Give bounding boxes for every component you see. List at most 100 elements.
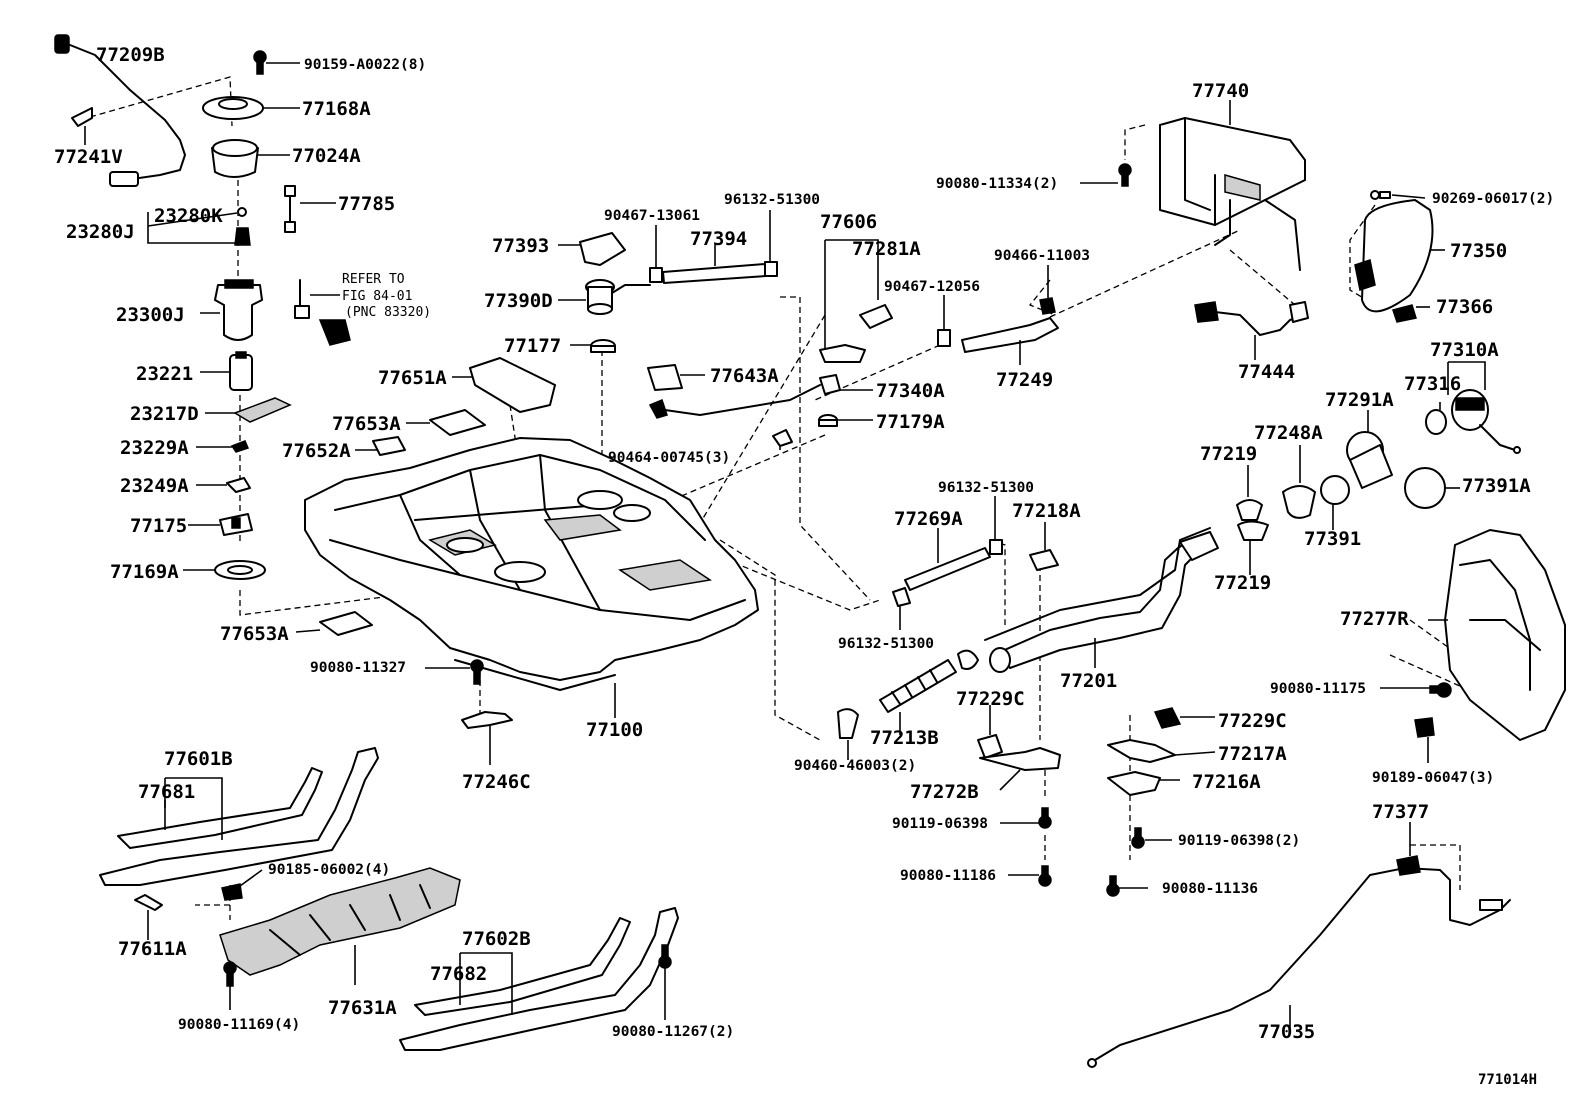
protector-77277R <box>1428 529 1566 741</box>
label-77785: 77785 <box>338 193 395 215</box>
grommet-77179A <box>818 414 873 427</box>
o-ring-77391 <box>1320 475 1350 530</box>
bolt-90080-11267 <box>658 944 672 1020</box>
fuel-pump-cover-77024A <box>211 139 290 178</box>
bracket-77606 <box>819 239 879 363</box>
label-77248A: 77248A <box>1254 422 1323 444</box>
label-77651A: 77651A <box>378 367 447 389</box>
clamp-77219-bot <box>1237 520 1269 575</box>
label-90185-06002: 90185-06002(4) <box>268 862 390 878</box>
clamp-90464-00745 <box>772 429 793 450</box>
label-90159-A0022: 90159-A0022(8) <box>304 57 426 73</box>
label-90080-11169: 90080-11169(4) <box>178 1017 300 1033</box>
bolt-90080-11175 <box>1380 682 1452 698</box>
label-77229C-left: 77229C <box>956 688 1025 710</box>
label-96132-51300-c: 96132-51300 <box>838 636 934 652</box>
label-90269-06017: 90269-06017(2) <box>1432 191 1554 207</box>
label-77606: 77606 <box>820 211 877 233</box>
label-23229A: 23229A <box>120 437 189 459</box>
label-77653A-bot: 77653A <box>220 623 289 645</box>
part-shapes <box>54 34 1566 1068</box>
label-90464-00745: 90464-00745(3) <box>608 450 730 466</box>
clip-77377 <box>1396 822 1421 876</box>
label-90467-12056: 90467-12056 <box>884 279 980 295</box>
fuel-filter-23217D <box>205 397 292 423</box>
clamp-77229C-left <box>977 705 1003 759</box>
label-77316: 77316 <box>1404 373 1461 395</box>
label-90119-06398-left: 90119-06398 <box>892 816 988 832</box>
label-90080-11186: 90080-11186 <box>900 868 996 884</box>
label-77653A-top: 77653A <box>332 413 401 435</box>
drawing-code: 771014H <box>1478 1072 1537 1088</box>
connector-77643A <box>647 364 705 391</box>
label-23280K: 23280K <box>154 205 223 227</box>
label-96132-51300-b: 96132-51300 <box>938 480 1034 496</box>
hose-77213B <box>879 659 957 735</box>
label-77393: 77393 <box>492 235 549 257</box>
label-77350: 77350 <box>1450 240 1507 262</box>
cushion-23249A <box>196 477 251 493</box>
label-77377: 77377 <box>1372 801 1429 823</box>
label-77219-top: 77219 <box>1200 443 1257 465</box>
clip-90467-13061 <box>649 225 663 283</box>
label-77652A: 77652A <box>282 440 351 462</box>
bolt-90119-06398-right <box>1131 827 1172 849</box>
fuel-pump-parts-23280 <box>147 207 251 246</box>
label-77035: 77035 <box>1258 1021 1315 1043</box>
note-line-3: (PNC 83320) <box>345 305 431 320</box>
clamp-77229C-right <box>1153 707 1215 729</box>
hose-77269A <box>904 528 991 591</box>
bracket-77217A <box>1107 739 1216 763</box>
clamp-90460-46003 <box>837 708 859 760</box>
label-90080-11327: 90080-11327 <box>310 660 406 676</box>
label-23217D: 23217D <box>130 403 199 425</box>
connector-77785 <box>284 185 336 233</box>
label-77601B: 77601B <box>164 748 233 770</box>
label-77168A: 77168A <box>302 98 371 120</box>
bolt-90080-11136 <box>1106 875 1148 897</box>
screw-90269-06017 <box>1370 190 1426 200</box>
fuel-filler-door-77350 <box>1354 199 1445 313</box>
bolt-90080-11334 <box>1080 163 1132 187</box>
opener-cable-77035 <box>1087 867 1511 1068</box>
clamp-ring <box>957 649 979 670</box>
label-77681: 77681 <box>138 781 195 803</box>
label-77602B: 77602B <box>462 928 531 950</box>
label-23300J: 23300J <box>116 304 185 326</box>
fuel-tank-77100 <box>304 437 759 718</box>
clip-23229A <box>196 440 250 453</box>
valve-77340A <box>648 374 873 419</box>
label-77611A: 77611A <box>118 938 187 960</box>
label-77391: 77391 <box>1304 528 1361 550</box>
hose-77249 <box>961 317 1059 365</box>
label-90080-11136: 90080-11136 <box>1162 881 1258 897</box>
clip-90466-11003 <box>1039 265 1056 315</box>
label-77272B: 77272B <box>910 781 979 803</box>
label-90460-46003: 90460-46003(2) <box>794 758 916 774</box>
tank-band-77601B <box>99 747 379 886</box>
bracket-77218A <box>1029 522 1059 571</box>
pad-77611A <box>134 894 163 940</box>
label-77217A: 77217A <box>1218 743 1287 765</box>
label-77281A: 77281A <box>852 238 921 260</box>
screw-90159-A0022 <box>253 50 300 75</box>
tank-pads <box>295 357 556 636</box>
label-77241V: 77241V <box>54 146 123 168</box>
label-77209B: 77209B <box>96 44 165 66</box>
label-77682: 77682 <box>430 963 487 985</box>
label-77213B: 77213B <box>870 727 939 749</box>
label-77179A: 77179A <box>876 411 945 433</box>
label-90080-11175: 90080-11175 <box>1270 681 1366 697</box>
label-77100: 77100 <box>586 719 643 741</box>
bolt-90080-11327 <box>425 659 484 685</box>
sender-gauge-wire-77209B <box>54 34 186 187</box>
clamp-96132-51300-a <box>764 210 778 277</box>
label-77024A: 77024A <box>292 145 361 167</box>
label-90466-11003: 90466-11003 <box>994 248 1090 264</box>
clamp-96132-51300-c <box>892 587 911 630</box>
clamp-77219-top <box>1236 465 1263 521</box>
vent-hose-77444 <box>1194 301 1309 360</box>
bracket-77216A <box>1107 771 1180 796</box>
label-77249: 77249 <box>996 369 1053 391</box>
clip-77241V <box>71 107 93 145</box>
